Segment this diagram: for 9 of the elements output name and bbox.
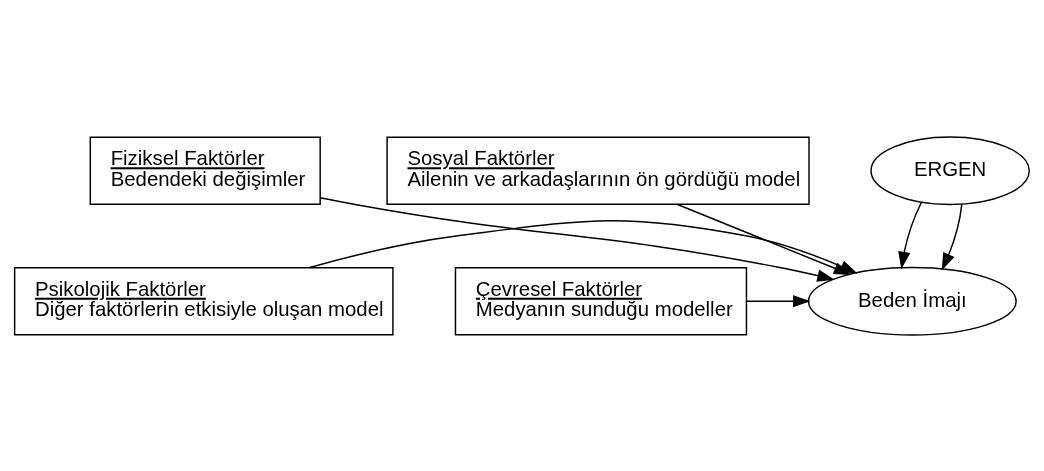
arrow — [941, 203, 963, 270]
arrow — [898, 201, 923, 269]
node-box: Sosyal Faktörler Ailenin ve arkadaşlarının ön gördüğü model — [386, 136, 810, 205]
arrow — [319, 196, 835, 282]
node-box: Çevresel Faktörler Medyanın sunduğu modeller — [454, 266, 748, 335]
node-box: Fiziksel Faktörler Bedendeki değişimler — [89, 136, 321, 205]
arrow — [746, 294, 811, 307]
node-ellipse: ERGEN — [870, 135, 1030, 205]
node-box: Psikolojik Faktörler Diğer faktörlerin etkisiyle oluşan model — [13, 266, 394, 335]
